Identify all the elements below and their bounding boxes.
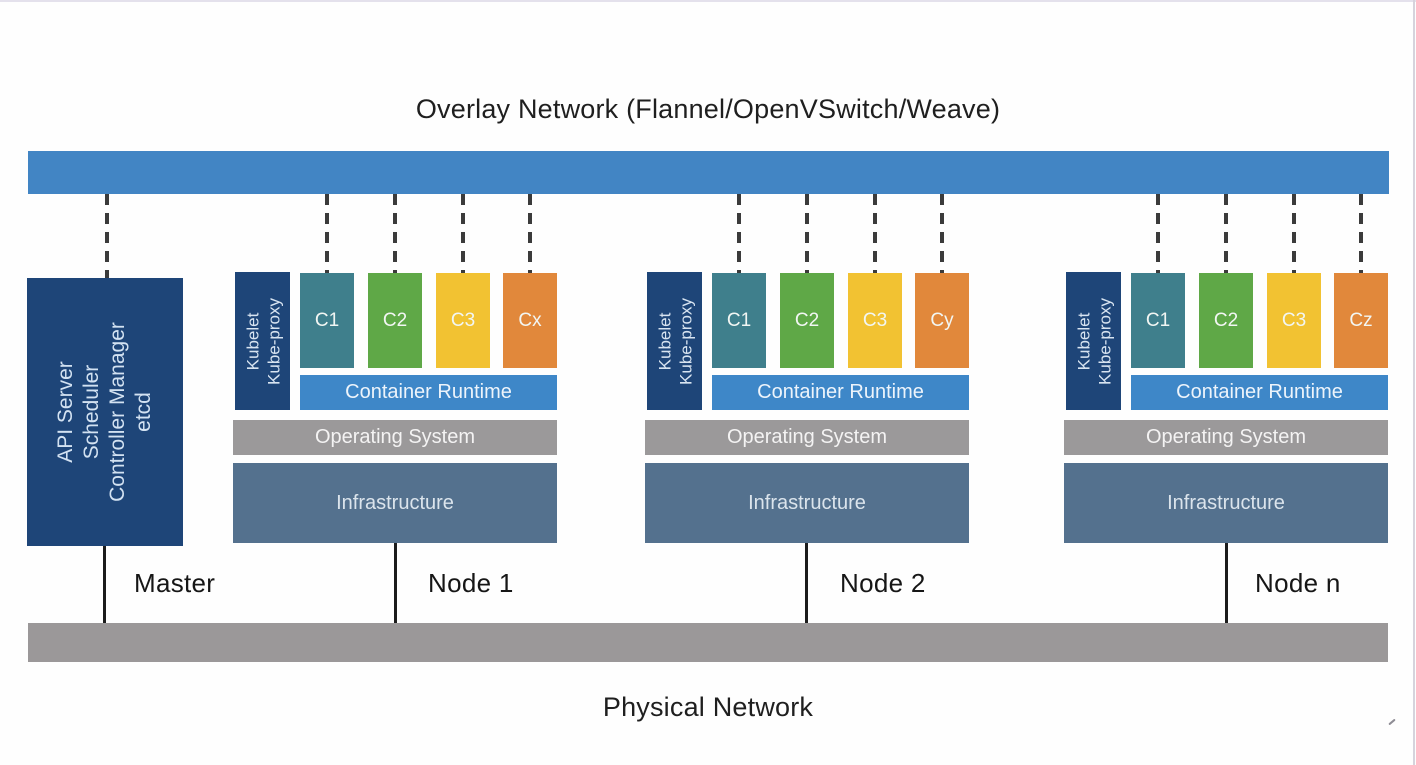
operating-system-bar: Operating System (233, 420, 557, 455)
dashed-connector (1224, 194, 1228, 273)
container-label: C2 (794, 309, 820, 331)
container-box: C1 (712, 273, 766, 368)
container-box: C2 (780, 273, 834, 368)
container-box: C3 (436, 273, 490, 368)
agent-line-label: Kube-proxy (1094, 297, 1114, 385)
agent-line-label: Kubelet (242, 312, 262, 370)
container-label: Cz (1349, 309, 1373, 331)
dashed-connector (873, 194, 877, 273)
node-label: Node n (1255, 568, 1341, 598)
kubelet-kube-proxy-box: Kubelet Kube-proxy (235, 272, 290, 410)
container-label: C3 (1281, 309, 1307, 331)
dashed-connector (325, 194, 329, 273)
node-label: Node 1 (428, 568, 514, 598)
agent-line-label: Kube-proxy (675, 297, 695, 385)
kubelet-kube-proxy-box: Kubelet Kube-proxy (647, 272, 702, 410)
infrastructure-bar: Infrastructure (1064, 463, 1388, 543)
dashed-connector (940, 194, 944, 273)
container-box: C3 (848, 273, 902, 368)
overlay-network-bar (28, 151, 1389, 194)
operating-system-bar: Operating System (645, 420, 969, 455)
node-2-group: Kubelet Kube-proxy C1 C2 C3 Cy Container… (645, 272, 969, 543)
container-runtime-bar: Container Runtime (300, 375, 557, 410)
overlay-network-title: Overlay Network (Flannel/OpenVSwitch/Wea… (415, 94, 1001, 124)
container-label: C2 (1213, 309, 1239, 331)
master-component-label: etcd (132, 392, 155, 432)
container-label: Cx (518, 309, 542, 331)
container-box: C1 (300, 273, 354, 368)
agent-line-label: Kubelet (654, 312, 674, 370)
infrastructure-bar: Infrastructure (645, 463, 969, 543)
kubelet-kube-proxy-box: Kubelet Kube-proxy (1066, 272, 1121, 410)
container-label: C1 (1145, 309, 1171, 331)
agent-line-label: Kube-proxy (263, 297, 283, 385)
node-1-group: Kubelet Kube-proxy C1 C2 C3 Cx Container… (233, 272, 557, 543)
dashed-connector (105, 194, 109, 278)
dashed-connector (737, 194, 741, 273)
master-box: API Server Scheduler Controller Manager … (27, 278, 183, 546)
kubelet-kube-proxy-text: Kubelet Kube-proxy (235, 272, 290, 410)
dashed-connector (393, 194, 397, 273)
node-connector-line (805, 543, 808, 623)
dashed-connector (1156, 194, 1160, 273)
container-box: Cx (503, 273, 557, 368)
container-label: Cy (930, 309, 954, 331)
container-box: C1 (1131, 273, 1185, 368)
node-connector-line (1225, 543, 1228, 623)
kubelet-kube-proxy-text: Kubelet Kube-proxy (1066, 272, 1121, 410)
master-component-label: API Server (54, 361, 77, 463)
container-box: Cz (1334, 273, 1388, 368)
container-box: Cy (915, 273, 969, 368)
infrastructure-bar: Infrastructure (233, 463, 557, 543)
container-runtime-bar: Container Runtime (712, 375, 969, 410)
node-connector-line (394, 543, 397, 623)
container-label: C2 (382, 309, 408, 331)
dashed-connector (805, 194, 809, 273)
dashed-connector (528, 194, 532, 273)
master-label: Master (134, 568, 216, 598)
dashed-connector (1359, 194, 1363, 273)
physical-network-bar (28, 623, 1388, 662)
top-edge-line (0, 0, 1416, 2)
kubelet-kube-proxy-text: Kubelet Kube-proxy (647, 272, 702, 410)
container-box: C2 (1199, 273, 1253, 368)
dashed-connector (1292, 194, 1296, 273)
container-runtime-bar: Container Runtime (1131, 375, 1388, 410)
container-label: C1 (726, 309, 752, 331)
container-label: C3 (862, 309, 888, 331)
node-n-group: Kubelet Kube-proxy C1 C2 C3 Cz Container… (1064, 272, 1388, 543)
container-label: C1 (314, 309, 340, 331)
operating-system-bar: Operating System (1064, 420, 1388, 455)
master-component-label: Controller Manager (106, 322, 129, 502)
node-label: Node 2 (840, 568, 926, 598)
right-edge-line (1413, 0, 1415, 765)
physical-network-label: Physical Network (602, 692, 814, 722)
master-connector-line (103, 546, 106, 623)
container-box: C2 (368, 273, 422, 368)
container-box: C3 (1267, 273, 1321, 368)
dashed-connector (461, 194, 465, 273)
container-label: C3 (450, 309, 476, 331)
agent-line-label: Kubelet (1073, 312, 1093, 370)
master-component-label: Scheduler (80, 364, 103, 460)
master-components: API Server Scheduler Controller Manager … (27, 278, 183, 546)
